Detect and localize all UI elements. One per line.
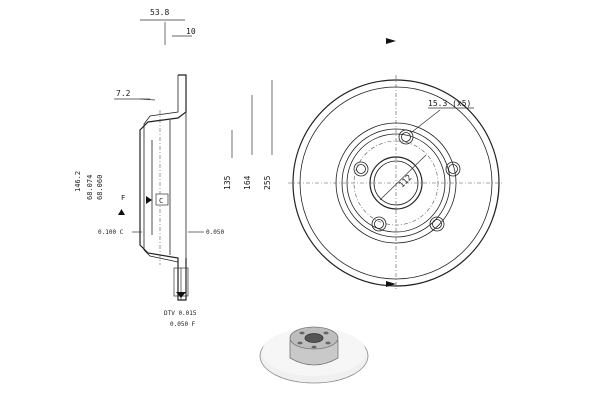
bolt-holes-leader [411, 109, 441, 133]
bolt-holes [353, 129, 461, 232]
dim-friction-diameter: 164 [243, 175, 252, 190]
bolt-hole [445, 161, 461, 177]
bolt-circle-leader [379, 154, 427, 201]
bolt-hole-inner [374, 219, 384, 229]
datum-f-label: F [121, 194, 125, 202]
front-view: 15.3 (x5) 112 [288, 38, 504, 291]
view-arrow-bottom [386, 281, 396, 287]
dim-disc-thickness: 10 [186, 27, 196, 36]
dim-bore-max: 68.074 [86, 175, 94, 200]
dim-leader-hat-offset [139, 98, 156, 101]
bolt-hole-inner [356, 164, 366, 174]
preview-bolt-hole [311, 345, 317, 349]
preview-bolt-hole [299, 331, 305, 335]
disc-section-inner [143, 75, 179, 263]
tol-runout: 0.100 C [98, 229, 124, 236]
dim-hat-offset: 7.2 [116, 89, 131, 98]
preview-bolt-hole [323, 331, 329, 335]
datum-c-box [155, 193, 169, 206]
datum-f-triangle [118, 209, 125, 215]
disc-preview-3d [259, 326, 369, 384]
bolt-hole [398, 129, 414, 145]
dim-outer-diameter: 255 [263, 175, 272, 190]
preview-bore [304, 333, 324, 343]
side-view: 53.8 10 7.2 146.2 68.074 68.060 F C 0.10… [74, 8, 273, 328]
bolt-hole-inner [401, 132, 411, 142]
dim-bolt-holes: 15.3 (x5) [428, 99, 471, 108]
bolt-hole [429, 216, 445, 232]
tol-flatness: 0.050 [206, 229, 224, 236]
bolt-hole [353, 161, 369, 177]
datum-c-label: C [159, 197, 163, 205]
dim-centering-diameter: 146.2 [74, 171, 82, 192]
dim-inner-diameter: 135 [223, 175, 232, 190]
dim-bore-min: 68.060 [96, 175, 104, 200]
view-arrow-top [386, 38, 396, 44]
preview-bolt-hole [297, 341, 303, 345]
datum-c-arrow [146, 196, 152, 204]
dim-overall-width: 53.8 [150, 8, 169, 17]
bolt-hole [371, 216, 387, 232]
preview-bolt-hole [325, 341, 331, 345]
bolt-hole-inner [432, 219, 442, 229]
bolt-hole-inner [448, 164, 458, 174]
disc-thickness-arrow [176, 292, 186, 298]
disc-section-outline [139, 74, 187, 301]
tol-perpendicularity: 0.050 F [170, 321, 196, 328]
tol-dtv: DTV 0.015 [164, 310, 197, 317]
